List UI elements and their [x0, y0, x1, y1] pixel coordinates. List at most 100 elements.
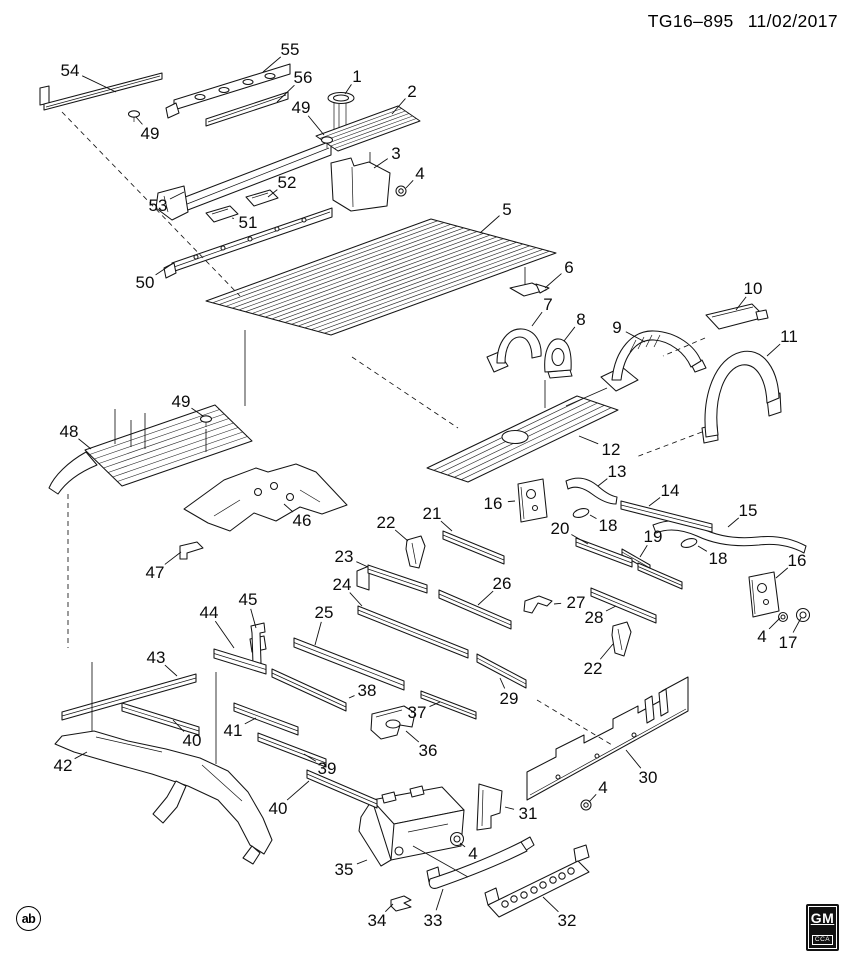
callout-number: 35: [335, 860, 354, 879]
callout-number: 4: [415, 164, 424, 183]
callout-number: 50: [136, 273, 155, 292]
callout-31: 31: [504, 804, 537, 823]
part-14: [620, 500, 713, 533]
part-33: [426, 836, 535, 889]
callout-56: 56: [276, 68, 313, 103]
callout-number: 2: [407, 82, 416, 101]
part-9-wheelhouse: [600, 330, 707, 392]
callout-number: 29: [500, 689, 519, 708]
fastener-4: [580, 799, 592, 811]
callout-number: 43: [147, 648, 166, 667]
part-50: [163, 207, 333, 279]
part-24: [357, 605, 469, 659]
part-5: [205, 218, 557, 336]
callout-49: 49: [172, 392, 204, 417]
callout-6: 6: [544, 258, 574, 289]
callout-55: 55: [262, 40, 299, 73]
callout-number: 26: [493, 574, 512, 593]
gm-logo-text: GM: [810, 910, 835, 926]
part-8: [544, 338, 573, 379]
callout-34: 34: [368, 903, 394, 930]
callout-23: 23: [335, 547, 369, 568]
part-55: [165, 63, 291, 119]
part-20: [637, 562, 683, 590]
callout-53: 53: [149, 191, 185, 215]
fastener-4: [395, 185, 407, 197]
callout-4: 4: [757, 617, 781, 646]
callout-44: 44: [200, 603, 235, 649]
callout-32: 32: [542, 896, 576, 930]
callout-number: 27: [567, 593, 586, 612]
part-6: [509, 282, 550, 297]
part-53: [155, 140, 332, 221]
callout-46: 46: [283, 503, 312, 530]
callout-number: 6: [564, 258, 573, 277]
callout-9: 9: [612, 318, 646, 343]
callout-54: 54: [61, 61, 117, 93]
part-30: [526, 676, 689, 801]
callout-number: 24: [333, 575, 352, 594]
part-22: [405, 535, 426, 569]
callout-number: 8: [576, 310, 585, 329]
part-25: [293, 637, 405, 691]
callout-3: 3: [373, 144, 401, 169]
callout-39: 39: [303, 753, 336, 778]
callout-51: 51: [231, 213, 257, 232]
part-13: [565, 477, 618, 505]
callout-number: 47: [146, 563, 165, 582]
callout-number: 34: [368, 911, 387, 930]
callout-2: 2: [391, 82, 417, 115]
callout-30: 30: [625, 749, 658, 787]
fastener-17: [795, 607, 811, 623]
callout-16: 16: [775, 551, 807, 579]
callout-25: 25: [315, 603, 334, 646]
part-23-flange: [356, 565, 370, 591]
callout-number: 25: [315, 603, 334, 622]
callout-number: 20: [551, 519, 570, 538]
callout-37: 37: [408, 701, 441, 722]
callout-number: 49: [172, 392, 191, 411]
part-21: [442, 530, 505, 565]
part-32: [484, 844, 590, 918]
callout-number: 46: [293, 511, 312, 530]
part-52: [245, 189, 279, 207]
callout-number: 12: [602, 440, 621, 459]
part-51: [205, 205, 239, 223]
callout-49: 49: [292, 98, 325, 136]
callout-4: 4: [405, 164, 425, 189]
author-mark-text: ab: [21, 911, 36, 926]
callout-number: 19: [644, 527, 663, 546]
callout-number: 10: [744, 279, 763, 298]
part-39: [257, 732, 327, 768]
callout-number: 9: [612, 318, 621, 337]
callout-number: 16: [788, 551, 807, 570]
callout-number: 44: [200, 603, 219, 622]
callout-22: 22: [584, 643, 614, 678]
callout-18: 18: [589, 514, 618, 535]
callout-number: 18: [709, 549, 728, 568]
callout-28: 28: [585, 605, 617, 627]
callout-27: 27: [553, 593, 586, 612]
callout-number: 42: [54, 756, 73, 775]
callout-15: 15: [727, 501, 757, 528]
part-47: [179, 541, 204, 560]
callout-number: 56: [294, 68, 313, 87]
callout-49: 49: [135, 116, 159, 143]
gm-logo-subtext: CCA: [811, 934, 834, 945]
fastener-4: [449, 831, 465, 847]
fastener-4: [777, 611, 789, 623]
part-11-wheel-arch: [701, 350, 782, 444]
author-mark: ab: [16, 906, 41, 931]
callout-number: 18: [599, 516, 618, 535]
part-56: [205, 91, 289, 127]
callout-number: 30: [639, 768, 658, 787]
callout-24: 24: [333, 575, 363, 607]
callout-number: 33: [424, 911, 443, 930]
callout-number: 37: [408, 703, 427, 722]
fastener-49: [127, 110, 141, 122]
callout-45: 45: [239, 590, 257, 629]
fastener-49: [320, 136, 334, 148]
part-45: [250, 622, 266, 666]
callout-17: 17: [779, 617, 802, 652]
part-10: [705, 303, 769, 330]
